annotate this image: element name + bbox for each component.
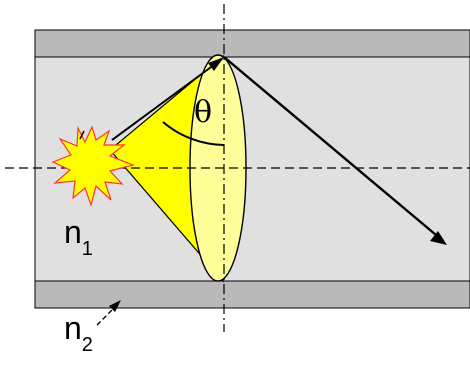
core-index-subscript: 1	[81, 238, 93, 260]
light-source-icon	[51, 125, 135, 208]
angle-label: θ	[194, 95, 213, 130]
core-index-label: n1	[64, 214, 93, 259]
incident-ray-arrowhead	[208, 57, 224, 71]
incident-ray	[111, 58, 223, 141]
cladding-bottom	[34, 280, 470, 309]
cladding-index-symbol: n	[64, 310, 82, 346]
cladding-pointer-line	[96, 305, 117, 326]
cladding-index-label: n2	[64, 310, 93, 355]
core-index-symbol: n	[64, 214, 82, 250]
angle-arc	[162, 121, 225, 146]
reflected-ray-arrowhead	[430, 231, 447, 245]
cladding-top	[34, 29, 470, 58]
cladding-index-subscript: 2	[81, 334, 93, 356]
source-marker	[79, 130, 85, 140]
cladding-pointer-arrowhead	[109, 300, 121, 312]
reflected-ray	[223, 56, 443, 241]
